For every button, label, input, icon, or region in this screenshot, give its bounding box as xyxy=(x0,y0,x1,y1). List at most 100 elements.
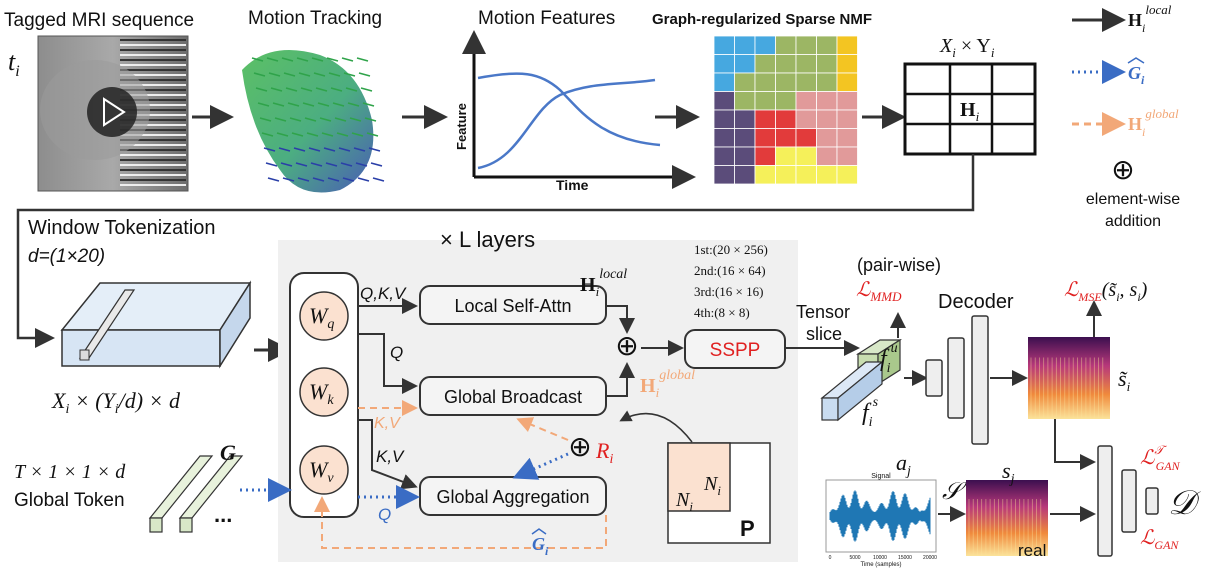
tracking-arrow xyxy=(355,162,368,167)
tracking-arrow xyxy=(312,177,325,182)
nmf-cell xyxy=(836,72,858,92)
svg-text:Global Broadcast: Global Broadcast xyxy=(444,387,582,407)
nmf-cell xyxy=(836,128,858,148)
tracking-arrow xyxy=(336,132,349,137)
tracking-arrow xyxy=(285,87,298,92)
tracking-arrow xyxy=(360,87,373,92)
nmf-cell xyxy=(836,91,858,111)
arrow-local-to-plus xyxy=(606,305,635,334)
tracking-arrow xyxy=(364,117,377,122)
signal-tick: 0 xyxy=(829,555,832,561)
nmf-cell xyxy=(816,109,838,129)
decoder-label: Decoder xyxy=(938,291,1014,313)
arrow-plus-to-broadcast xyxy=(516,417,569,441)
tracking-arrow xyxy=(283,72,296,77)
tracking-arrow xyxy=(281,57,294,62)
tracking-arrow xyxy=(295,162,308,167)
tracking-arrow xyxy=(302,102,315,107)
nmf-cell xyxy=(713,91,735,111)
nmf-cell xyxy=(734,91,756,111)
tracking-arrow xyxy=(351,132,364,137)
nmf-cell xyxy=(775,165,797,185)
nmf-cell xyxy=(734,54,756,74)
tracking-arrow xyxy=(345,87,358,92)
generated-spectrogram xyxy=(1028,337,1110,419)
nmf-cell xyxy=(795,165,817,185)
tracking-arrow xyxy=(372,177,385,182)
nmf-cell xyxy=(754,54,776,74)
tracking-arrow xyxy=(338,147,351,152)
tokenization-d: d=(1×20) xyxy=(28,246,105,267)
f-s-label: fis xyxy=(862,395,879,430)
tracking-arrow xyxy=(266,57,279,62)
tokenization-title: Window Tokenization xyxy=(28,217,216,239)
tracking-arrow xyxy=(343,72,356,77)
nmf-label: Graph-regularized Sparse NMF xyxy=(652,11,872,28)
nmf-cell xyxy=(816,72,838,92)
matrix-title: Xi × Yi xyxy=(939,35,995,60)
nmf-cell xyxy=(836,109,858,129)
svg-text:P: P xyxy=(740,516,755,541)
nmf-cell xyxy=(775,35,797,55)
l-mse-label: ℒMSE(s̃i, si) xyxy=(1064,279,1148,304)
wv-node: Wv xyxy=(299,445,349,495)
l-mmd-label: ℒMMD xyxy=(856,279,902,304)
tracking-arrow xyxy=(276,132,289,137)
tracking-arrow xyxy=(265,162,278,167)
sspp-box: SSPP xyxy=(684,329,786,369)
svg-text:SSPP: SSPP xyxy=(710,340,761,361)
tracking-arrow xyxy=(356,57,369,62)
tracking-arrow xyxy=(317,102,330,107)
svg-text:Wq: Wq xyxy=(309,303,334,332)
nmf-cell xyxy=(775,109,797,129)
tracking-arrow xyxy=(274,117,287,122)
sspp-level-3: 3rd:(16 × 16) xyxy=(694,284,763,299)
play-button[interactable] xyxy=(87,87,137,137)
play-icon xyxy=(103,97,126,127)
nmf-cell xyxy=(775,54,797,74)
tracking-arrow xyxy=(321,132,334,137)
tracking-arrow xyxy=(327,177,340,182)
legend-ghat: Gi xyxy=(1072,57,1145,87)
tracking-arrow xyxy=(259,117,272,122)
nmf-cell xyxy=(795,35,817,55)
nmf-cell xyxy=(713,54,735,74)
time-axis-label: Time xyxy=(556,177,589,193)
legend-global: Higlobal xyxy=(1072,106,1179,139)
matrix-cell-h: Hi xyxy=(960,99,980,124)
tracking-arrow xyxy=(272,102,285,107)
tracking-arrow xyxy=(315,87,328,92)
kv-label: K,V xyxy=(376,447,405,466)
tracking-arrow xyxy=(300,87,313,92)
global-token-dims: T × 1 × 1 × d xyxy=(14,461,126,483)
tracking-arrow xyxy=(323,147,336,152)
tracking-arrow xyxy=(334,117,347,122)
tracking-arrow xyxy=(268,72,281,77)
legend: Hilocal Gi Higlobal ⊕ element-wise addit… xyxy=(1072,2,1180,230)
nmf-cell xyxy=(836,165,858,185)
signal-waveform xyxy=(829,490,931,542)
signal-tick: 10000 xyxy=(873,555,887,561)
tracking-arrow xyxy=(251,57,264,62)
tracking-arrow xyxy=(282,177,295,182)
svg-text:Hilocal: Hilocal xyxy=(1128,2,1172,35)
nmf-cell xyxy=(734,72,756,92)
mri-image xyxy=(37,35,189,192)
svg-text:Higlobal: Higlobal xyxy=(1128,106,1179,139)
h-matrix: Hi xyxy=(903,62,1037,156)
feature-curve-1 xyxy=(477,72,661,147)
sspp-level-2: 2nd:(16 × 64) xyxy=(694,263,766,278)
global-token-label: Global Token xyxy=(14,490,125,511)
tracking-arrow xyxy=(366,132,379,137)
tracking-arrow xyxy=(341,57,354,62)
s-tilde-label: s̃i xyxy=(1118,366,1131,394)
t-i-label: ti xyxy=(8,47,20,80)
tracking-arrow xyxy=(263,147,276,152)
tensor-slice-1: Tensor xyxy=(796,302,850,322)
nmf-cell xyxy=(754,165,776,185)
tracking-arrow xyxy=(353,147,366,152)
motion-features-plot: Feature Time xyxy=(454,30,696,193)
nmf-cell xyxy=(795,91,817,111)
nmf-cell xyxy=(713,72,735,92)
